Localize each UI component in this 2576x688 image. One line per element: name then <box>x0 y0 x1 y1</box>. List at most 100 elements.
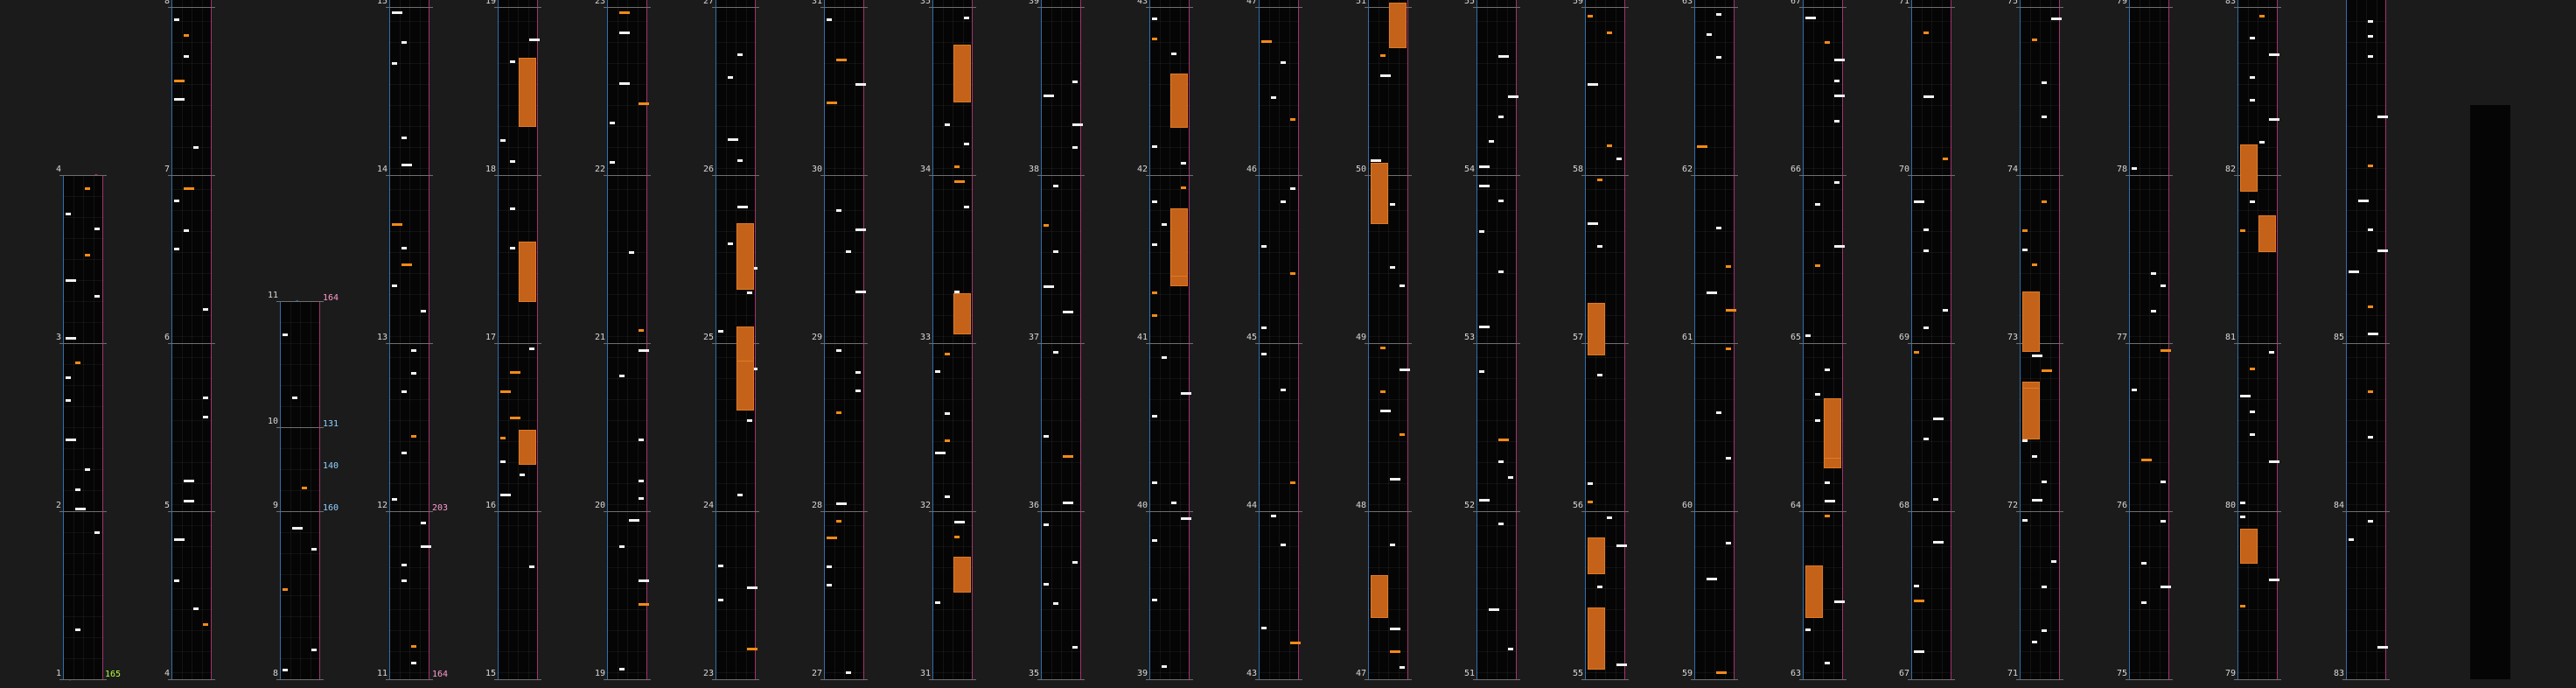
chip-note <box>2022 439 2028 442</box>
beat-grid-line <box>1041 336 1081 337</box>
beat-grid-line <box>1259 462 1299 463</box>
beat-grid-line <box>1149 357 1190 358</box>
beat-grid-line <box>2346 378 2386 379</box>
beat-grid-line <box>2237 651 2278 652</box>
measure-number: 4 <box>164 669 171 678</box>
beat-grid-line <box>1911 588 1951 589</box>
chip-note <box>2042 629 2047 632</box>
chip-note <box>2250 411 2255 413</box>
beat-grid-line <box>2237 168 2278 169</box>
lane-left-edge <box>932 0 933 679</box>
beat-grid-line <box>2129 462 2169 463</box>
beat-grid-line <box>824 609 864 610</box>
bar-line <box>2342 511 2390 512</box>
beat-grid-line <box>280 343 320 344</box>
chip-note <box>174 579 179 582</box>
chip-note <box>184 480 194 482</box>
lane-column <box>1476 0 1517 679</box>
beat-grid-line <box>1803 210 1843 211</box>
measure-number: 18 <box>485 165 497 174</box>
beat-grid-line <box>1585 252 1625 253</box>
lane-right-edge <box>1189 0 1190 679</box>
chip-note <box>75 362 80 364</box>
beat-grid-line <box>2346 42 2386 43</box>
lane-left-edge <box>2129 0 2130 679</box>
chip-note <box>1914 200 1924 203</box>
chip-note <box>1380 410 1391 412</box>
bar-line <box>604 679 651 680</box>
chip-note <box>639 480 644 482</box>
beat-grid-line <box>2020 105 2060 106</box>
fx-long-note <box>2258 215 2276 252</box>
beat-grid-line <box>1476 567 1517 568</box>
bar-line <box>929 175 976 176</box>
beat-grid-line <box>1694 189 1735 190</box>
beat-grid-line <box>1694 462 1735 463</box>
lane-grid-line <box>419 0 421 679</box>
measure-number: 61 <box>1682 333 1693 342</box>
bar-line <box>494 175 541 176</box>
chip-note <box>2368 228 2373 231</box>
measure-number: 35 <box>1029 669 1040 678</box>
beat-grid-line <box>716 567 756 568</box>
lane-right-edge <box>2059 0 2060 679</box>
lane-right-edge <box>1842 0 1843 679</box>
chip-note <box>401 564 407 566</box>
beat-grid-line <box>171 588 212 589</box>
chip-note <box>1933 541 1944 544</box>
beat-grid-line <box>63 385 103 386</box>
beat-grid-line <box>1041 126 1081 127</box>
beat-grid-line <box>1041 378 1081 379</box>
beat-grid-line <box>2237 483 2278 484</box>
beat-grid-line <box>1149 210 1190 211</box>
beat-grid-line <box>1041 609 1081 610</box>
beat-grid-line <box>2237 441 2278 442</box>
chip-note <box>1834 181 1840 184</box>
bar-line <box>1691 511 1738 512</box>
bar-line <box>168 175 215 176</box>
chip-note <box>1390 628 1400 630</box>
measure-number: 15 <box>485 669 497 678</box>
chip-note <box>1923 326 1929 329</box>
chip-note <box>619 545 625 548</box>
chip-note <box>2032 39 2037 41</box>
chip-note <box>1825 481 1830 484</box>
beat-grid-line <box>2020 420 2060 421</box>
chip-note <box>1914 585 1919 587</box>
beat-grid-line <box>2237 462 2278 463</box>
lane-column <box>389 0 429 679</box>
beat-grid-line <box>498 378 538 379</box>
chip-note <box>1815 419 1820 422</box>
beat-grid-line <box>171 357 212 358</box>
beat-grid-line <box>1041 567 1081 568</box>
beat-grid-line <box>2346 441 2386 442</box>
beat-grid-line <box>2129 21 2169 22</box>
beat-grid-line <box>171 336 212 337</box>
beat-grid-line <box>1585 504 1625 505</box>
chip-note <box>827 102 837 104</box>
beat-grid-line <box>498 441 538 442</box>
beat-grid-line <box>280 448 320 449</box>
beat-grid-line <box>1476 63 1517 64</box>
measure-number: 35 <box>920 0 932 6</box>
beat-grid-line <box>1585 357 1625 358</box>
chip-note <box>1588 222 1598 225</box>
beat-grid-line <box>1368 588 1408 589</box>
beat-grid-line <box>1149 315 1190 316</box>
chip-note <box>2377 646 2388 649</box>
beat-grid-line <box>1149 441 1190 442</box>
chip-note <box>1489 608 1499 611</box>
beat-grid-line <box>498 210 538 211</box>
beat-grid-line <box>280 637 320 638</box>
beat-grid-line <box>607 420 647 421</box>
beat-grid-line <box>824 42 864 43</box>
chip-note <box>421 310 426 312</box>
beat-grid-line <box>932 21 973 22</box>
beat-grid-line <box>2346 672 2386 673</box>
beat-grid-line <box>2129 294 2169 295</box>
beat-grid-line <box>1803 441 1843 442</box>
beat-grid-line <box>2129 651 2169 652</box>
chip-note <box>1072 646 1078 649</box>
chip-note <box>1044 523 1049 526</box>
chip-note <box>1834 95 1845 97</box>
